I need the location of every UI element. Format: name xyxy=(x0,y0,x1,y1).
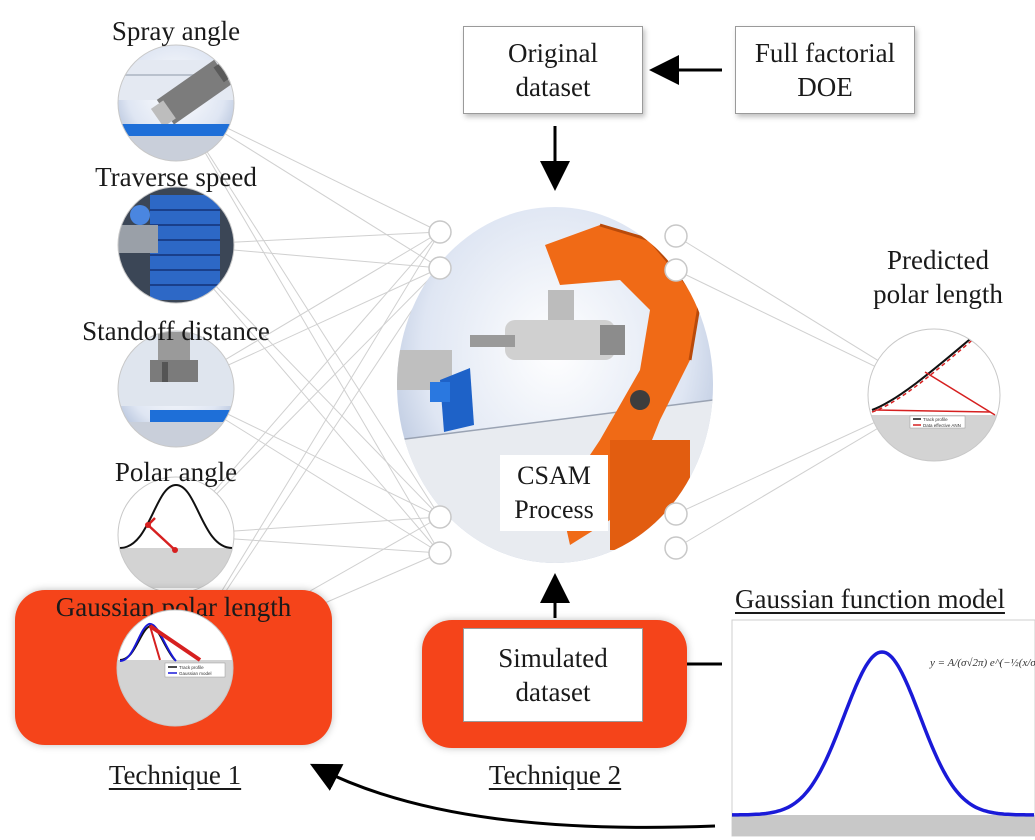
standoff-distance-thumbnail xyxy=(117,330,235,448)
spray-angle-thumbnail xyxy=(117,44,235,162)
hidden-node xyxy=(428,541,452,565)
hidden-node xyxy=(664,502,688,526)
hidden-node xyxy=(428,505,452,529)
hidden-node xyxy=(428,220,452,244)
hidden-node xyxy=(664,258,688,282)
hidden-node xyxy=(428,256,452,280)
traverse-speed-thumbnail xyxy=(117,186,235,304)
gaussian-function-model-title: Gaussian function model xyxy=(735,584,1005,614)
hidden-node xyxy=(664,536,688,560)
technique1-legend-2: Gaussian model xyxy=(179,671,212,676)
gaussian-curve xyxy=(732,650,1034,817)
hidden-node xyxy=(664,224,688,248)
gaussian-equation: y = A/(σ√2π) e^(−½(x/σ)²) xyxy=(929,657,1035,669)
input-label-standoff-distance: Standoff distance xyxy=(82,316,270,346)
polar-angle-thumbnail xyxy=(117,476,235,594)
gaussian-polar-length-thumbnail: Track profile Gaussian model xyxy=(116,609,234,727)
spray-gun-icon xyxy=(470,290,625,360)
input-label-traverse-speed: Traverse speed xyxy=(95,162,257,192)
technique1-legend-1: Track profile xyxy=(179,665,204,670)
arrow-model-to-technique1 xyxy=(309,763,716,829)
input-label-spray-angle: Spray angle xyxy=(111,16,241,46)
technique2-caption: Technique 2 xyxy=(488,760,622,790)
output-legend-2: Data effective ANN xyxy=(923,423,961,428)
input-label-polar-angle: Polar angle xyxy=(114,457,238,487)
gaussian-function-graph: y = A/(σ√2π) e^(−½(x/σ)²) xyxy=(731,619,1035,837)
substrate-plate-icon xyxy=(397,350,474,432)
technique1-caption: Technique 1 xyxy=(108,760,242,790)
output-legend-1: Track profile xyxy=(923,417,948,422)
predicted-polar-length-thumbnail: Track profile Data effective ANN xyxy=(867,328,1001,462)
